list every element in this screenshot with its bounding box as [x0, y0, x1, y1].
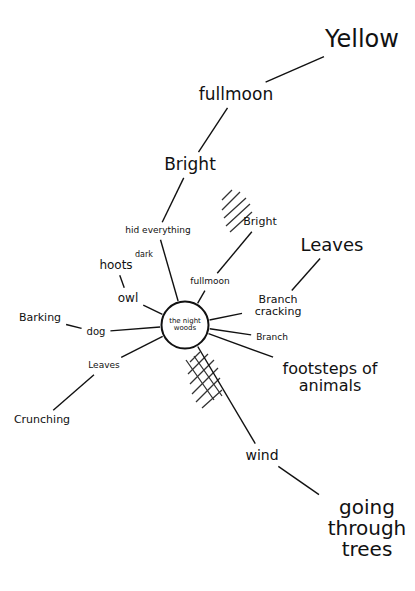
branch-word: dog [87, 327, 106, 338]
branch-line [120, 275, 125, 287]
center-topic: the night woods [167, 318, 203, 333]
branch-line [162, 178, 184, 222]
branch-line [210, 329, 251, 335]
mind-map-word: wind [243, 447, 280, 464]
circle-outline [162, 302, 209, 349]
branch-line [198, 291, 205, 304]
branch-line [198, 108, 227, 152]
mind-map-word: Barking [17, 311, 63, 325]
branch-word: going through trees [324, 497, 410, 560]
mind-map-word: Branch [254, 332, 290, 343]
branch-word: Bright [164, 156, 216, 174]
branch-line [121, 336, 162, 357]
mind-map-word: owl [116, 291, 141, 306]
branch-word: Branch [256, 333, 288, 342]
branch-line [66, 325, 81, 329]
mind-map-word: going through trees [322, 496, 412, 561]
branch-word: Barking [19, 312, 61, 324]
branch-word: Bright [243, 216, 276, 228]
mind-map-word: Leaves [86, 360, 121, 371]
branch-word: hoots [99, 259, 132, 272]
branch-word: wind [245, 448, 278, 463]
branch-word: footsteps of animals [274, 361, 386, 395]
branch-word: Leaves [88, 361, 119, 370]
branch-line [217, 232, 252, 274]
mind-map-word: fullmoon [188, 276, 231, 287]
branch-line [266, 57, 324, 82]
mind-map-word: Bright [162, 155, 218, 175]
mind-map-word: fullmoon [197, 85, 275, 105]
mind-map-word: hid everything [123, 225, 192, 236]
mind-map-word: Bright [241, 215, 278, 229]
mind-map-word: hoots [97, 258, 134, 273]
branch-word: Yellow [325, 27, 399, 52]
branch-line [143, 305, 162, 314]
branch-word: Branch cracking [247, 294, 309, 317]
branch-line [198, 347, 256, 444]
mind-map-word: Crunching [12, 413, 72, 427]
mind-map-word: dog [85, 326, 108, 339]
branch-word: Leaves [301, 236, 364, 255]
branch-line [53, 375, 94, 411]
side-note: dark [134, 250, 154, 259]
branch-line [160, 240, 178, 301]
branch-word: owl [118, 292, 139, 305]
branch-line [278, 466, 319, 494]
branch-word: hid everything [125, 226, 190, 235]
branch-line [292, 258, 320, 290]
branch-word: fullmoon [199, 86, 273, 104]
mind-map-word: Branch cracking [245, 293, 311, 318]
branch-line [110, 327, 160, 331]
scribble-hatching [186, 190, 252, 408]
branch-line [209, 313, 242, 320]
mind-map-word: Leaves [299, 235, 366, 256]
branch-word: Crunching [14, 414, 70, 426]
branch-word: fullmoon [190, 277, 229, 286]
mind-map-word: footsteps of animals [272, 360, 388, 396]
center-circle: the night woods [160, 300, 210, 350]
mind-map-word: Yellow [323, 26, 401, 53]
